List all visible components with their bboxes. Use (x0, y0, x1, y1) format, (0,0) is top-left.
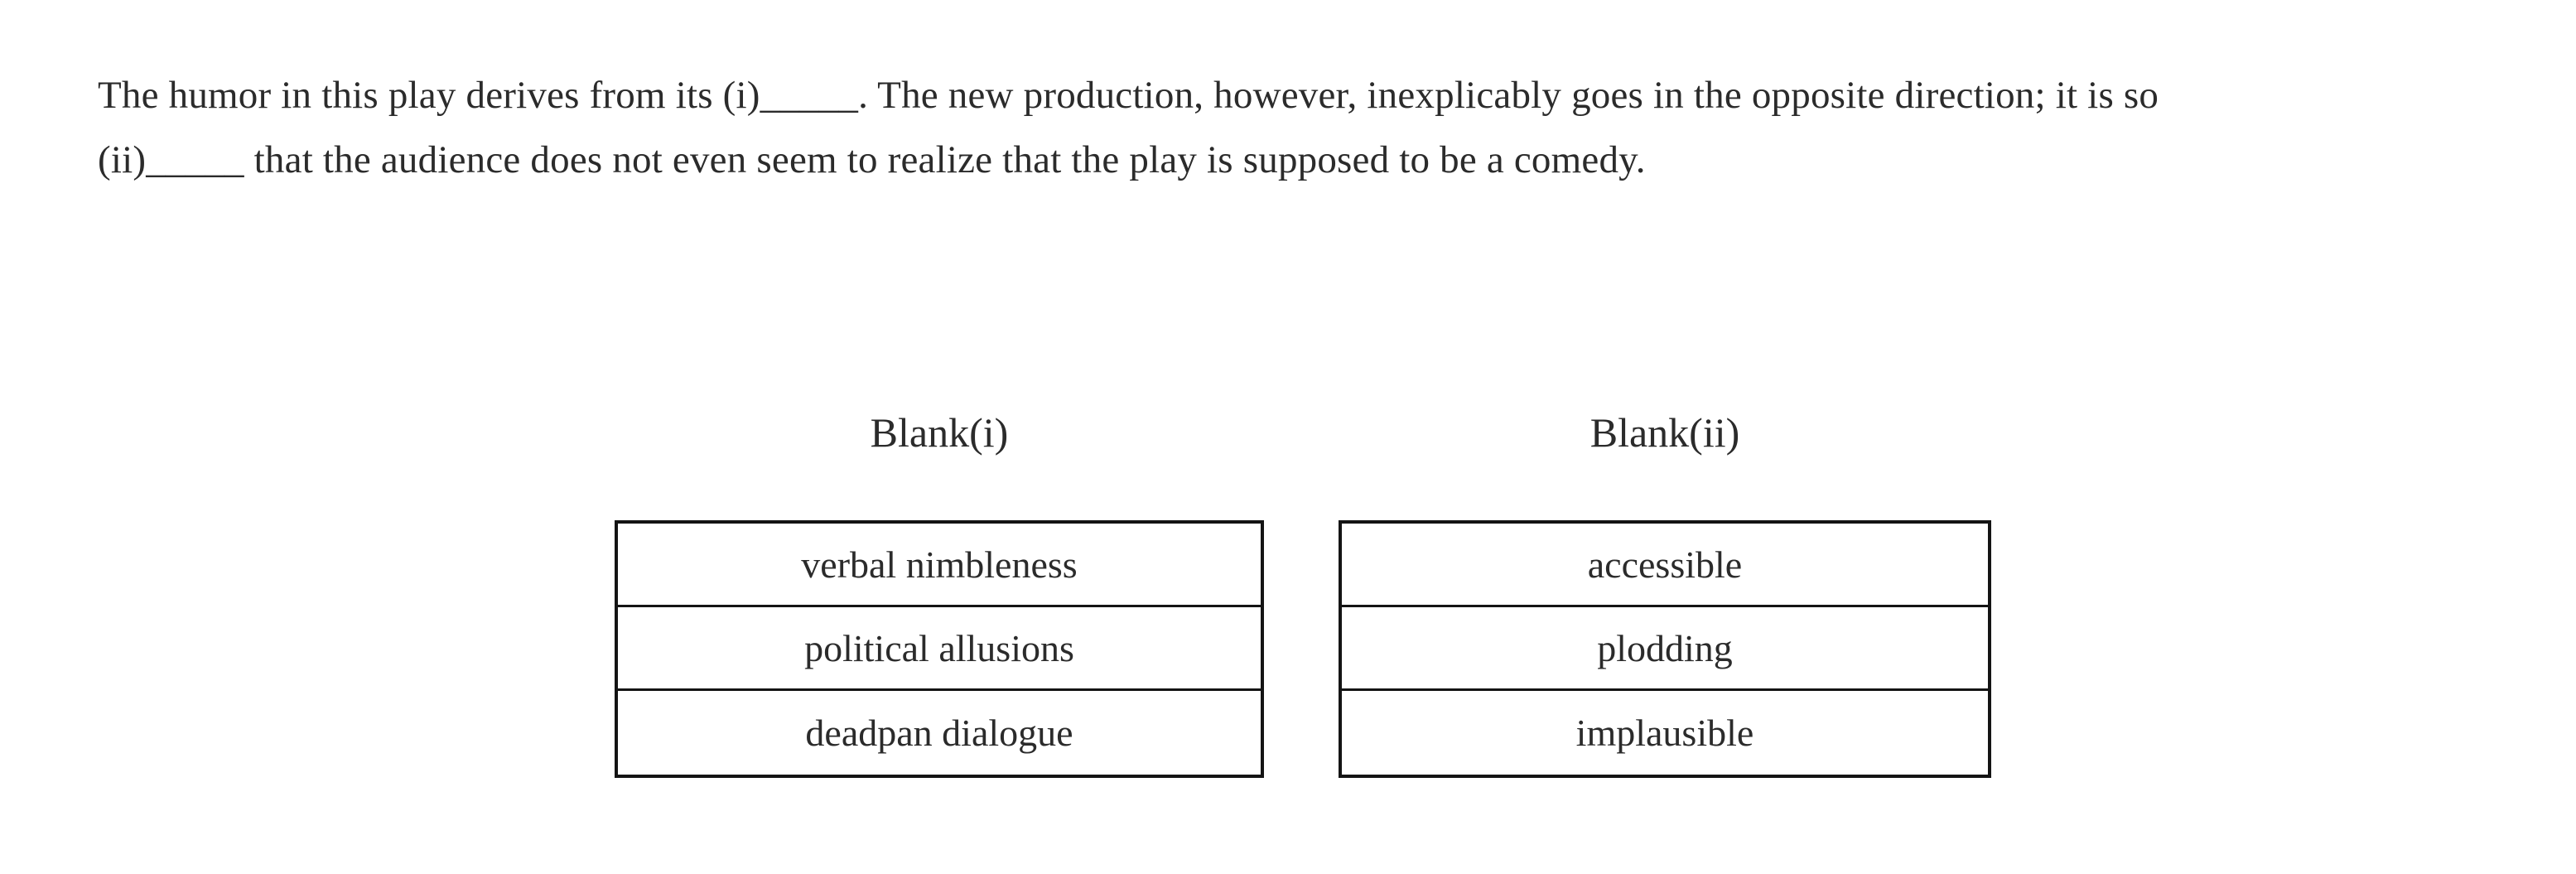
blank-i-option-3[interactable]: deadpan dialogue (805, 712, 1073, 754)
blank-ii-header: Blank(ii) (1589, 409, 1740, 456)
question-stem: The humor in this play derives from its … (98, 63, 2159, 192)
blank-ii-option-2[interactable]: plodding (1342, 607, 1988, 691)
blank-ii-options-table: accessible plodding implausible (1339, 520, 1991, 778)
blank-i-header: Blank(i) (870, 409, 1009, 456)
blank-ii-option-3[interactable]: implausible (1575, 712, 1754, 754)
blank-i-option-1[interactable]: verbal nimbleness (618, 524, 1261, 607)
blank-i-group: Blank(i) verbal nimbleness political all… (615, 408, 1264, 778)
question-stem-line-1: The humor in this play derives from its … (98, 74, 2159, 117)
question-stem-line-2: (ii)_____ that the audience does not eve… (98, 138, 1646, 181)
blank-ii-group: Blank(ii) accessible plodding implausibl… (1339, 408, 1991, 778)
blank-ii-option-1[interactable]: accessible (1342, 524, 1988, 607)
blank-i-option-2[interactable]: political allusions (618, 607, 1261, 691)
blank-i-options-table: verbal nimbleness political allusions de… (615, 520, 1264, 778)
